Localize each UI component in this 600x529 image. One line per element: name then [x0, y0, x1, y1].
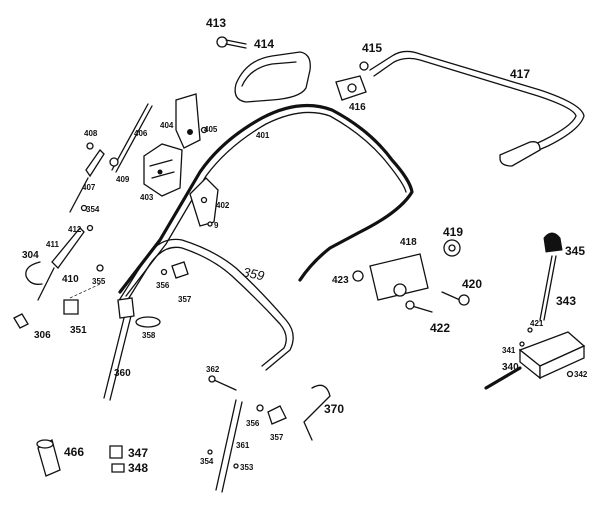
label-9: 9: [214, 221, 219, 230]
label-412: 412: [68, 225, 82, 234]
housing-403: [143, 143, 183, 197]
label-340: 340: [502, 362, 519, 373]
label-355: 355: [92, 277, 106, 286]
knob-345: [543, 232, 563, 253]
label-370: 370: [324, 402, 344, 416]
label-420: 420: [462, 277, 482, 291]
washer-419: [443, 239, 461, 257]
rod-410: [37, 227, 85, 301]
clip-306: [13, 313, 29, 329]
arm-360: [103, 297, 135, 401]
bolt-362: [208, 375, 237, 391]
label-342: 342: [574, 370, 588, 379]
upper-handle-401: [118, 103, 414, 297]
label-359: 359: [241, 264, 265, 283]
label-415: 415: [362, 41, 382, 55]
label-401: 401: [256, 131, 270, 140]
clip-347: [109, 445, 123, 459]
label-358: 358: [142, 331, 156, 340]
rod-406: [109, 103, 153, 173]
label-353: 353: [240, 463, 254, 472]
label-418: 418: [400, 237, 417, 248]
label-343: 343: [556, 294, 576, 308]
label-351: 351: [70, 325, 87, 336]
label-347: 347: [128, 446, 148, 460]
label-402: 402: [216, 201, 230, 210]
arm-361: [215, 399, 243, 493]
plate-402: [189, 177, 219, 227]
nut-423: [352, 270, 364, 282]
switch-box-340: [484, 331, 586, 390]
sleeve-466: [36, 439, 61, 477]
label-416: 416: [349, 102, 366, 113]
rod-407: [69, 148, 105, 213]
label-357-upper: 357: [178, 295, 192, 304]
bracket-404: [175, 93, 201, 149]
label-422: 422: [430, 321, 450, 335]
ring-358: [135, 316, 161, 328]
label-417: 417: [510, 67, 530, 81]
label-361: 361: [236, 441, 250, 450]
label-357-lower: 357: [270, 433, 284, 442]
cable-370: [303, 384, 331, 441]
label-360: 360: [114, 368, 131, 379]
small-fasteners: [80, 126, 574, 469]
label-404: 404: [160, 121, 174, 130]
lever-343: [539, 255, 557, 321]
block-418: [369, 253, 429, 301]
clip-304: [25, 261, 43, 285]
label-345: 345: [565, 244, 585, 258]
nut-357a: [171, 261, 189, 279]
label-362: 362: [206, 365, 220, 374]
bolt-422: [405, 300, 433, 313]
bolt-420: [441, 291, 470, 306]
label-407: 407: [82, 183, 96, 192]
bushing-351: [63, 283, 101, 315]
label-405: 405: [204, 125, 218, 134]
clamp-416: [335, 61, 369, 101]
label-409: 409: [116, 175, 130, 184]
label-408: 408: [84, 129, 98, 138]
label-466: 466: [64, 445, 84, 459]
label-356-lower: 356: [246, 419, 260, 428]
part-labels: 413 414 415 417 416 408 406 404 405 401 …: [22, 16, 588, 475]
label-411: 411: [46, 240, 59, 249]
label-413: 413: [206, 16, 226, 30]
clip-348: [111, 463, 125, 473]
nut-357b: [267, 405, 287, 425]
label-354-lower: 354: [200, 457, 214, 466]
label-406: 406: [134, 129, 148, 138]
label-410: 410: [62, 274, 79, 285]
cover-414: [234, 51, 311, 103]
label-403: 403: [140, 193, 154, 202]
label-304: 304: [22, 250, 39, 261]
label-341: 341: [502, 346, 516, 355]
label-421: 421: [530, 319, 544, 328]
label-306: 306: [34, 330, 51, 341]
screw-413: [216, 36, 247, 49]
label-423: 423: [332, 275, 349, 286]
lower-handle-359: [117, 238, 294, 371]
label-354-upper: 354: [86, 205, 100, 214]
handle-bar-417: [369, 50, 585, 167]
label-414: 414: [254, 37, 274, 51]
label-419: 419: [443, 225, 463, 239]
label-356-upper: 356: [156, 281, 170, 290]
label-348: 348: [128, 461, 148, 475]
